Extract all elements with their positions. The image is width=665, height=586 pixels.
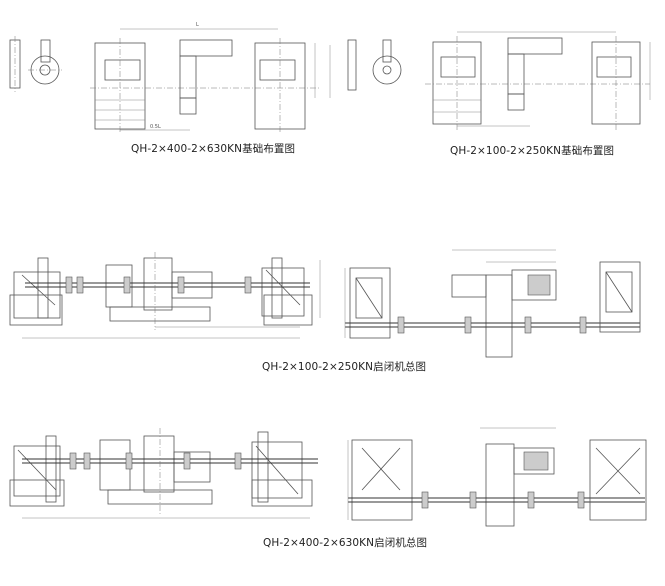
caption-assembly-large: QH-2×400-2×630KN启闭机总图 [263, 537, 428, 549]
foundation-layout-small [347, 31, 651, 130]
assembly-view-small-left [9, 252, 321, 339]
caption-foundation-large: QH-2×400-2×630KN基础布置图 [131, 143, 296, 155]
dimension-label-length: L [196, 22, 199, 28]
caption-assembly-small: QH-2×100-2×250KN启闭机总图 [262, 361, 427, 373]
foundation-layout-large [9, 28, 331, 132]
caption-foundation-small: QH-2×100-2×250KN基础布置图 [450, 145, 615, 157]
assembly-view-small-right [344, 249, 641, 358]
assembly-view-large-left [9, 428, 318, 519]
dimension-label-half-length: 0.5L [150, 124, 161, 130]
assembly-view-large-right [347, 427, 647, 527]
